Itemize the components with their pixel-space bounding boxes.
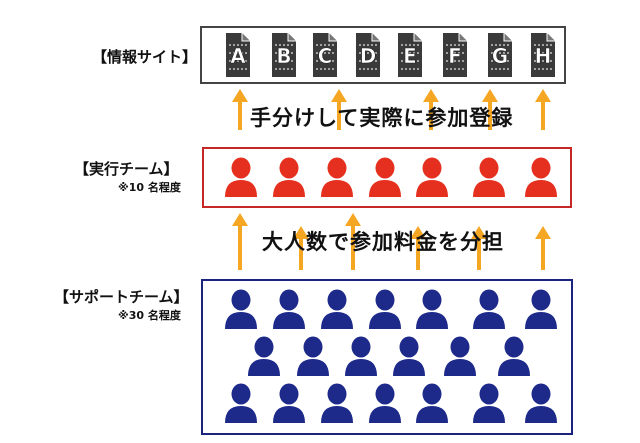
support-member-icon bbox=[369, 289, 401, 329]
support-member-icon bbox=[473, 383, 505, 423]
support-member-icon bbox=[416, 383, 448, 423]
site-document-icon: D bbox=[356, 33, 380, 77]
support-team-label: 【サポートチーム】 bbox=[54, 288, 189, 306]
site-letter: G bbox=[492, 44, 508, 68]
site-letter: A bbox=[230, 44, 246, 68]
upward-arrow bbox=[482, 89, 498, 130]
execution-member-icon bbox=[369, 157, 401, 197]
upward-arrow bbox=[535, 226, 551, 270]
execution-member-icon bbox=[525, 157, 557, 197]
support-member-icon bbox=[321, 383, 353, 423]
support-team-note: ※30 名程度 bbox=[118, 309, 181, 322]
site-letter: E bbox=[403, 44, 417, 68]
upward-arrow bbox=[423, 89, 439, 130]
support-member-icon bbox=[321, 289, 353, 329]
execution-member-icon bbox=[416, 157, 448, 197]
site-document-icon: A bbox=[226, 33, 250, 77]
upward-arrow bbox=[471, 226, 487, 270]
support-member-icon bbox=[225, 289, 257, 329]
site-letter: F bbox=[448, 44, 462, 68]
execution-team-box bbox=[202, 147, 572, 208]
support-member-icon bbox=[273, 289, 305, 329]
site-letter: D bbox=[360, 44, 377, 68]
upward-arrow bbox=[232, 213, 248, 270]
site-document-icon: G bbox=[488, 33, 512, 77]
execution-member-icon bbox=[273, 157, 305, 197]
support-member-icon bbox=[345, 336, 377, 376]
upward-arrow bbox=[293, 226, 309, 270]
support-member-icon bbox=[393, 336, 425, 376]
execution-member-icon bbox=[321, 157, 353, 197]
flow-lower-caption: 大人数で参加料金を分担 bbox=[262, 230, 504, 254]
support-member-icon bbox=[225, 383, 257, 423]
support-member-icon bbox=[248, 336, 280, 376]
support-member-icon bbox=[473, 289, 505, 329]
info-sites-box bbox=[200, 26, 566, 84]
support-member-icon bbox=[444, 336, 476, 376]
support-member-icon bbox=[525, 383, 557, 423]
support-member-icon bbox=[525, 289, 557, 329]
site-document-icon: F bbox=[443, 33, 467, 77]
site-letter: C bbox=[318, 44, 333, 68]
site-letter: H bbox=[535, 44, 552, 68]
support-member-icon bbox=[498, 336, 530, 376]
info-sites-label: 【情報サイト】 bbox=[92, 48, 198, 66]
upward-arrow bbox=[410, 226, 426, 270]
upward-arrow bbox=[331, 89, 347, 130]
support-member-icon bbox=[273, 383, 305, 423]
site-document-icon: B bbox=[272, 33, 296, 77]
execution-team-label: 【実行チーム】 bbox=[74, 160, 179, 178]
site-document-icon: E bbox=[398, 33, 422, 77]
flow-upper-caption: 手分けして実際に参加登録 bbox=[250, 106, 514, 130]
execution-member-icon bbox=[225, 157, 257, 197]
site-document-icon: C bbox=[313, 33, 337, 77]
upward-arrow bbox=[345, 213, 361, 270]
support-team-box bbox=[201, 279, 573, 435]
support-member-icon bbox=[416, 289, 448, 329]
execution-team-note: ※10 名程度 bbox=[118, 181, 181, 194]
site-document-icon: H bbox=[531, 33, 555, 77]
execution-member-icon bbox=[473, 157, 505, 197]
upward-arrow bbox=[232, 89, 248, 130]
upward-arrow bbox=[535, 89, 551, 130]
site-letter: B bbox=[276, 44, 291, 68]
support-member-icon bbox=[297, 336, 329, 376]
support-member-icon bbox=[369, 383, 401, 423]
